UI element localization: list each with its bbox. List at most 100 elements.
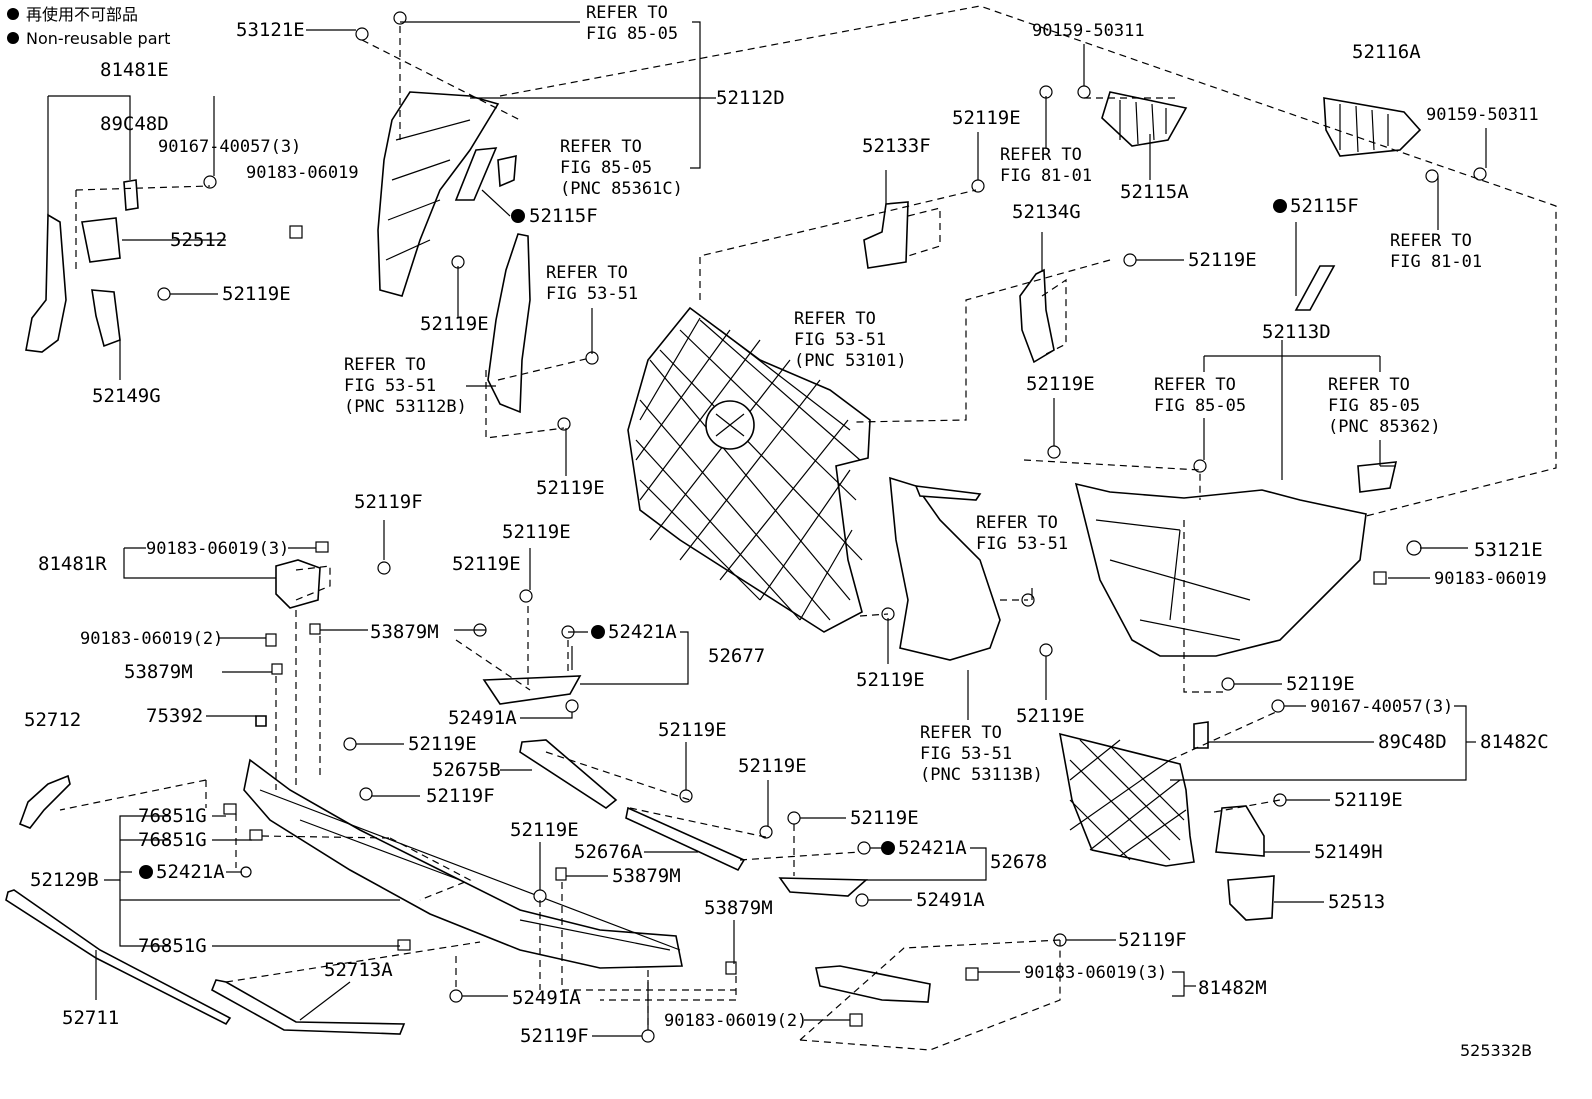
part-89C48D-left[interactable] xyxy=(123,179,139,211)
part-52677[interactable] xyxy=(482,675,582,705)
part-52115A[interactable] xyxy=(1101,91,1188,147)
part-52712[interactable] xyxy=(18,774,71,829)
bolt-icon[interactable] xyxy=(787,811,801,825)
part-81481R[interactable] xyxy=(275,559,321,609)
clip-icon[interactable] xyxy=(849,1013,863,1027)
clip-icon[interactable] xyxy=(725,961,737,975)
bolt-icon[interactable] xyxy=(1039,643,1053,657)
clip-icon[interactable] xyxy=(289,225,303,239)
part-52678[interactable] xyxy=(778,877,869,897)
bolt-icon[interactable] xyxy=(203,175,217,189)
clip-icon[interactable] xyxy=(309,623,321,635)
fasteners xyxy=(157,11,1487,1043)
bolt-icon[interactable] xyxy=(1271,699,1285,713)
part-52149G[interactable] xyxy=(91,289,121,348)
label-52713A: 52713A xyxy=(324,959,393,981)
bolt-icon[interactable] xyxy=(377,561,391,575)
bolt-icon[interactable] xyxy=(519,589,533,603)
part-89C48D-right[interactable] xyxy=(1193,721,1209,749)
label-52675B: 52675B xyxy=(432,759,501,781)
clip-icon[interactable] xyxy=(249,829,263,841)
part-81482C-grille[interactable] xyxy=(1058,732,1195,867)
bolt-icon[interactable] xyxy=(1406,540,1422,556)
part-52113D[interactable] xyxy=(1074,482,1367,657)
clip-icon[interactable] xyxy=(397,939,411,951)
bolt-icon[interactable] xyxy=(1077,85,1091,99)
bolt-icon[interactable] xyxy=(393,11,407,25)
part-52116A[interactable] xyxy=(1323,97,1422,157)
clip-icon[interactable] xyxy=(555,867,567,881)
part-bracket-53113B-arm[interactable] xyxy=(914,485,982,501)
part-52512[interactable] xyxy=(81,217,121,263)
part-52513[interactable] xyxy=(1227,875,1275,921)
label-52119E: 52119E xyxy=(420,313,489,335)
52116A-ribs xyxy=(1339,104,1389,153)
part-bracket-53112B[interactable] xyxy=(487,233,531,414)
label-52119F: 52119F xyxy=(426,785,495,807)
part-52676A[interactable] xyxy=(625,806,746,872)
label-90183-06019-2: 90183-06019(2) xyxy=(664,1011,807,1031)
part-52115F-left[interactable] xyxy=(454,147,498,201)
clip-icon[interactable] xyxy=(1373,571,1387,585)
part-52133F[interactable] xyxy=(863,201,909,269)
bolt-icon[interactable] xyxy=(759,825,773,839)
bolt-icon[interactable] xyxy=(557,417,571,431)
bolt-icon[interactable] xyxy=(1047,445,1061,459)
clip-icon[interactable] xyxy=(271,663,283,675)
bolt-icon[interactable] xyxy=(679,789,693,803)
clip-icon[interactable] xyxy=(965,967,979,981)
part-81481E[interactable] xyxy=(25,213,67,353)
part-52115F-right[interactable] xyxy=(1294,265,1336,311)
label-52119E: 52119E xyxy=(1188,249,1257,271)
bolt-icon[interactable] xyxy=(1221,677,1235,691)
label-52119E: 52119E xyxy=(1016,705,1085,727)
part-bumper-cover[interactable] xyxy=(243,758,683,969)
clip-icon[interactable] xyxy=(223,803,237,815)
label-52119E: 52119E xyxy=(738,755,807,777)
bolt-icon[interactable] xyxy=(1425,169,1439,183)
part-grille-53101[interactable] xyxy=(627,306,871,633)
washer-icon[interactable] xyxy=(240,866,252,878)
bolt-icon[interactable] xyxy=(157,287,171,301)
label-90183-06019: 90183-06019 xyxy=(1434,569,1547,589)
part-75392[interactable] xyxy=(255,715,267,727)
bolt-icon[interactable] xyxy=(449,989,463,1003)
part-52713A[interactable] xyxy=(210,979,406,1035)
bolt-icon[interactable] xyxy=(355,27,369,41)
clip-icon[interactable] xyxy=(315,541,329,553)
bolt-icon[interactable] xyxy=(641,1029,655,1043)
part-shapes xyxy=(5,91,1422,1035)
bolt-icon[interactable] xyxy=(1123,253,1137,267)
bolt-icon[interactable] xyxy=(1473,167,1487,181)
part-clip-85361C[interactable] xyxy=(497,154,517,188)
bolt-icon[interactable] xyxy=(855,893,869,907)
bolt-icon[interactable] xyxy=(343,737,357,751)
label-52421A: 52421A xyxy=(608,621,677,643)
part-52711[interactable] xyxy=(5,889,232,1026)
part-52675B[interactable] xyxy=(519,739,618,809)
label-52116A: 52116A xyxy=(1352,41,1421,63)
part-clip-85362[interactable] xyxy=(1357,461,1398,493)
leader-lines xyxy=(47,5,1557,1051)
label-52119E: 52119E xyxy=(1286,673,1355,695)
label-76851G: 76851G xyxy=(138,935,207,957)
clip-icon[interactable] xyxy=(265,633,277,647)
part-bracket-53113B[interactable] xyxy=(889,476,1001,661)
label-53121E: 53121E xyxy=(236,19,305,41)
bolt-icon[interactable] xyxy=(1193,459,1207,473)
label-81482C: 81482C xyxy=(1480,731,1549,753)
part-52112D[interactable] xyxy=(377,91,500,297)
label-90167-40057: 90167-40057(3) xyxy=(1310,697,1453,717)
part-81482M[interactable] xyxy=(815,965,931,1003)
non-reusable-marker-icon xyxy=(511,209,525,223)
bolt-icon[interactable] xyxy=(1273,793,1287,807)
bolt-icon[interactable] xyxy=(565,699,579,713)
label-53879M: 53879M xyxy=(124,661,193,683)
bolt-icon[interactable] xyxy=(359,787,373,801)
part-52134G[interactable] xyxy=(1019,268,1055,364)
part-52149H[interactable] xyxy=(1215,805,1265,857)
